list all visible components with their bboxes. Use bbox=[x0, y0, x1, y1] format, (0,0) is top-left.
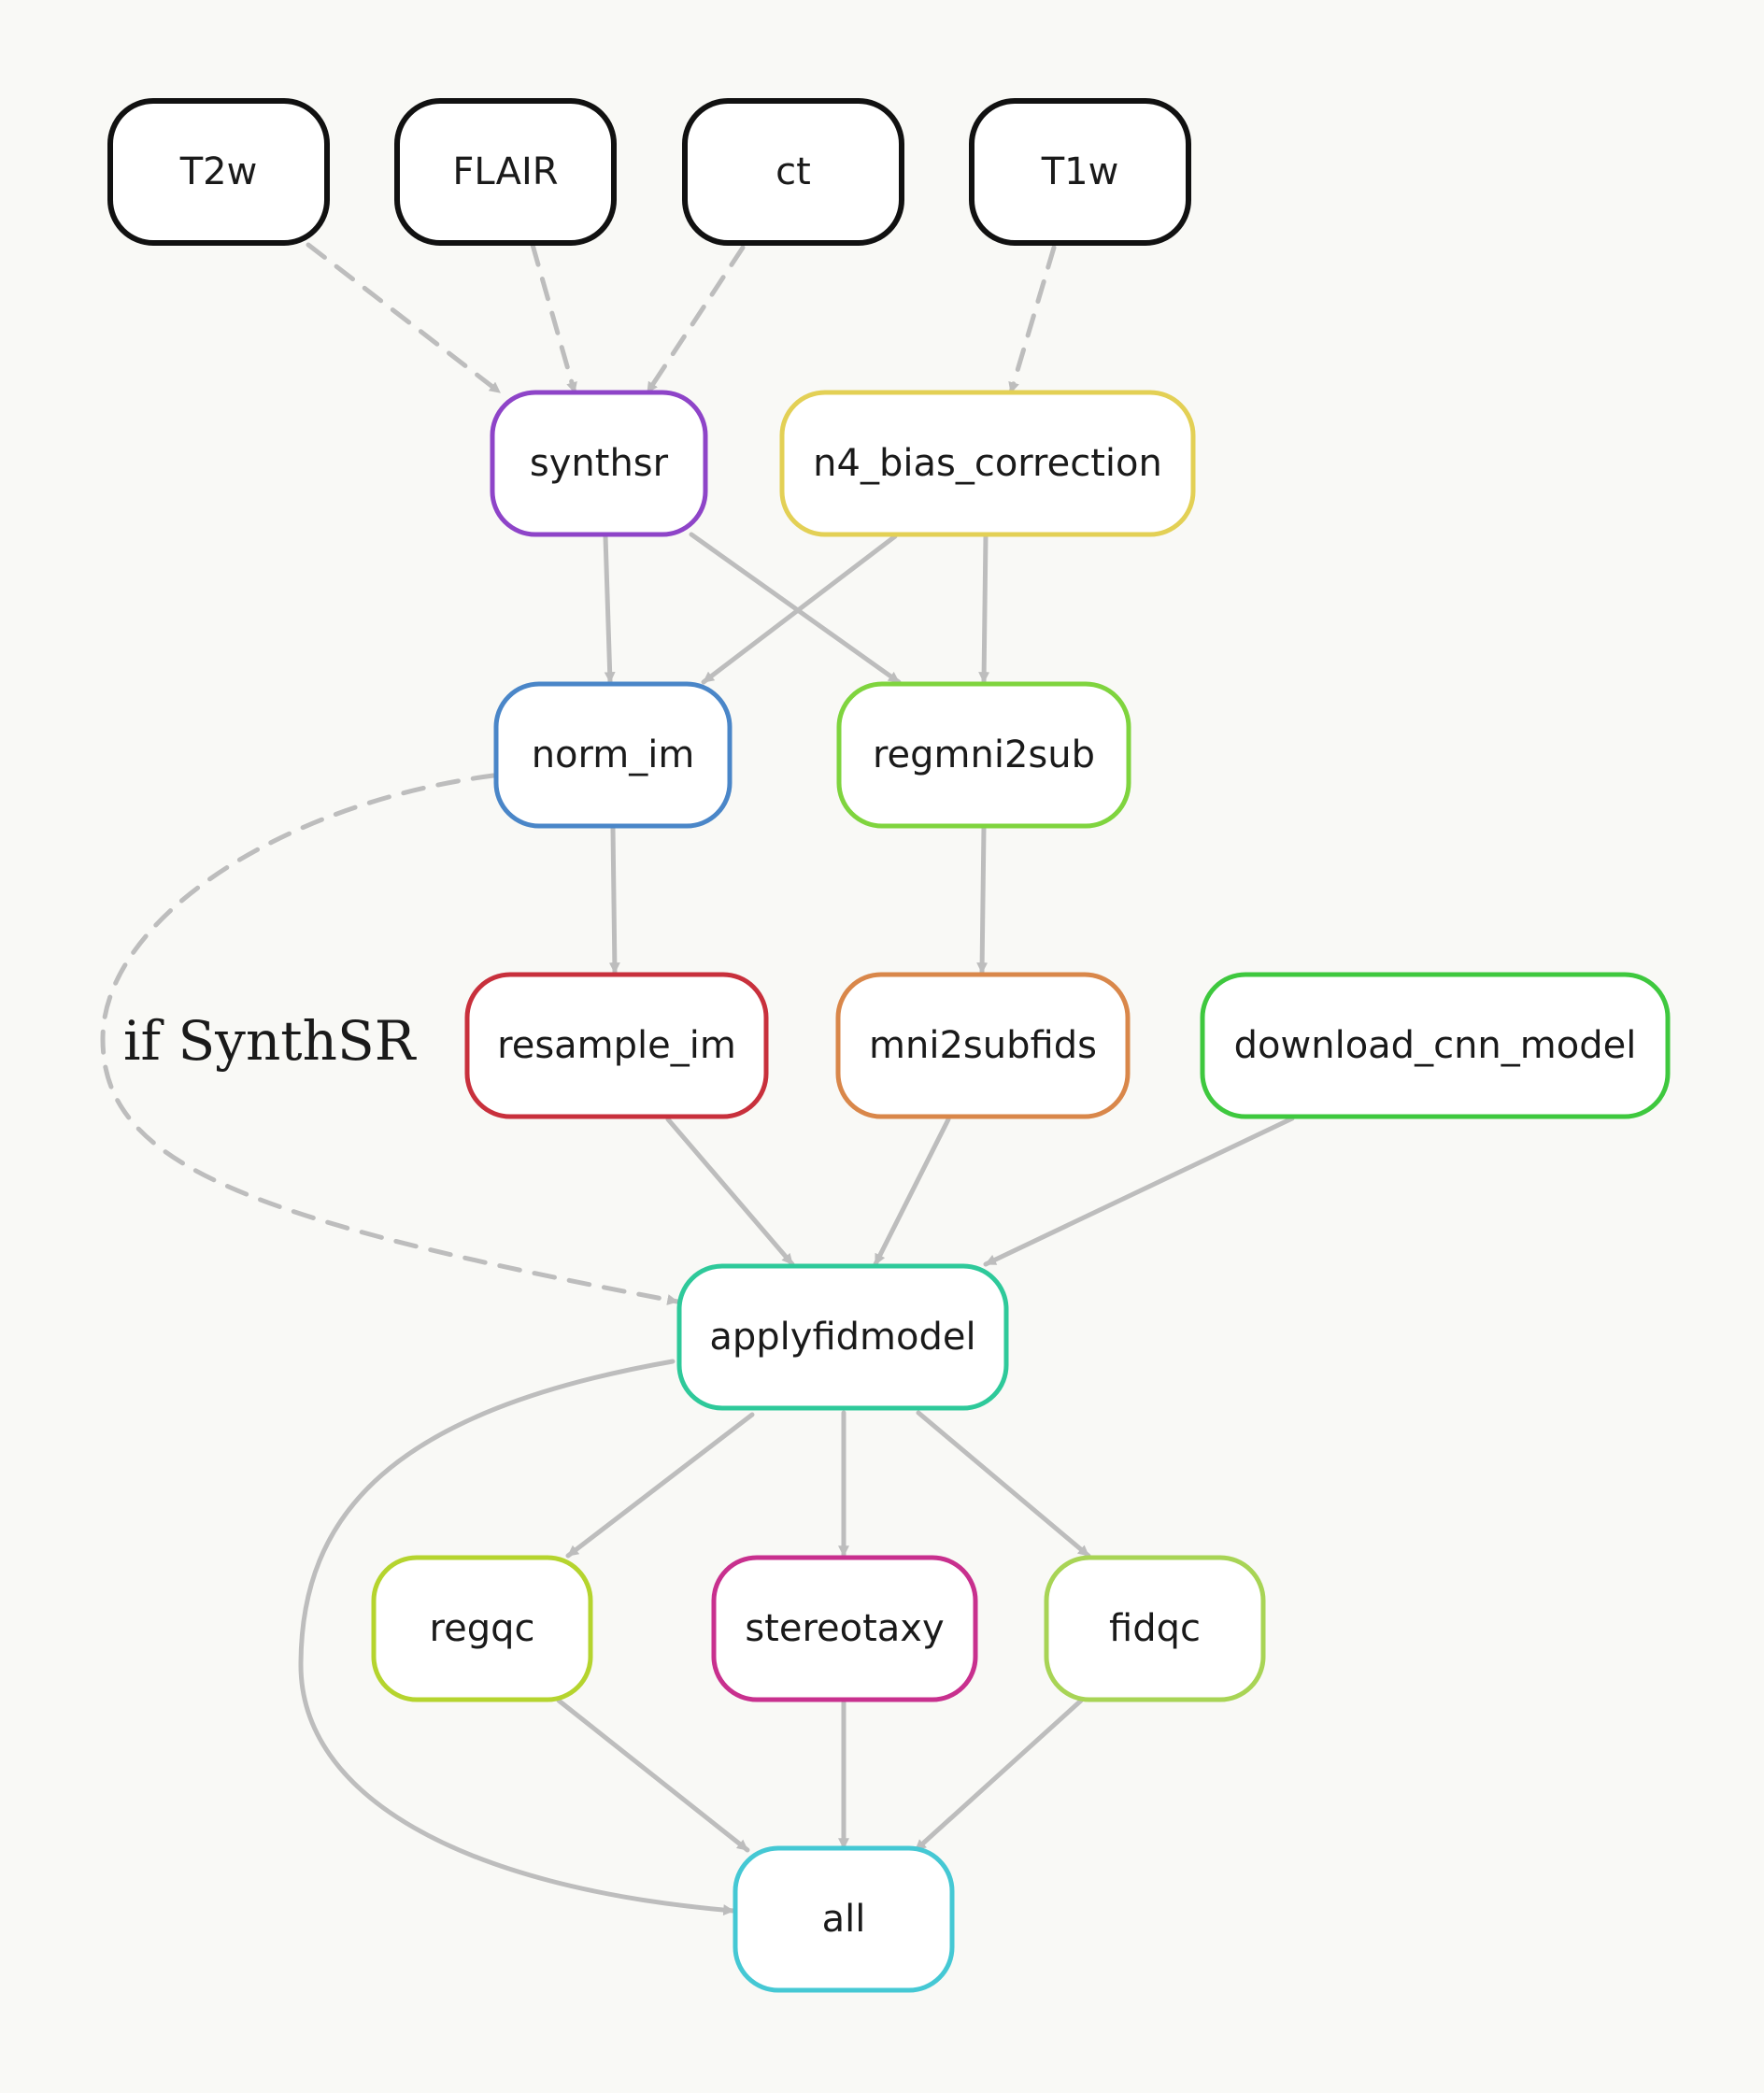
node-label-T2w: T2w bbox=[179, 150, 258, 193]
node-label-FLAIR: FLAIR bbox=[452, 150, 558, 193]
node-label-download-cnn-model: download_cnn_model bbox=[1234, 1024, 1637, 1067]
node-box-resample-im bbox=[464, 972, 769, 1119]
node-box-synthsr bbox=[490, 390, 708, 537]
node-label-n4-bias-correction: n4_bias_correction bbox=[813, 442, 1162, 485]
edge-mni2subfids-to-applyfidmodel bbox=[873, 1117, 951, 1267]
edge-norm_im-to-applyfidmodel bbox=[100, 773, 680, 1305]
node-label-resample-im: resample_im bbox=[497, 1024, 736, 1067]
node-T2w: T2w bbox=[107, 98, 330, 246]
edge-synthsr-to-regmni2sub bbox=[689, 532, 902, 685]
node-regqc: regqc bbox=[371, 1555, 593, 1702]
node-box-ct bbox=[682, 98, 904, 246]
edge-norm_im-to-resample_im bbox=[608, 825, 620, 975]
edge-n4_bias_correction-to-regmni2sub bbox=[978, 534, 990, 685]
node-label-regmni2sub: regmni2sub bbox=[873, 733, 1095, 776]
edge-ct-to-synthsr bbox=[645, 245, 746, 395]
node-all: all bbox=[733, 1845, 955, 1993]
node-download-cnn-model: download_cnn_model bbox=[1200, 972, 1671, 1119]
edge-T1w-to-n4_bias_correction bbox=[1008, 245, 1057, 395]
node-label-regqc: regqc bbox=[430, 1607, 535, 1650]
node-T1w: T1w bbox=[969, 98, 1191, 246]
node-applyfidmodel: applyfidmodel bbox=[676, 1263, 1009, 1411]
node-box-T1w bbox=[969, 98, 1191, 246]
node-label-mni2subfids: mni2subfids bbox=[869, 1024, 1097, 1067]
edge-synthsr-to-norm_im bbox=[603, 534, 616, 685]
edge-n4_bias_correction-to-norm_im bbox=[701, 534, 898, 685]
node-label-applyfidmodel: applyfidmodel bbox=[709, 1316, 975, 1359]
node-box-fidqc bbox=[1044, 1555, 1266, 1702]
node-label-norm-im: norm_im bbox=[532, 733, 695, 776]
edge-regqc-to-all bbox=[556, 1698, 750, 1853]
node-norm-im: norm_im bbox=[493, 681, 733, 829]
node-box-mni2subfids bbox=[835, 972, 1131, 1119]
node-fidqc: fidqc bbox=[1044, 1555, 1266, 1702]
node-synthsr: synthsr bbox=[490, 390, 708, 537]
edge-applyfidmodel-to-all bbox=[298, 1359, 736, 1916]
node-box-regqc bbox=[371, 1555, 593, 1702]
edge-resample_im-to-applyfidmodel bbox=[665, 1117, 795, 1267]
node-label-ct: ct bbox=[775, 150, 811, 193]
edge-T2w-to-synthsr bbox=[306, 242, 503, 395]
edge-applyfidmodel-to-fidqc bbox=[916, 1410, 1091, 1559]
node-box-stereotaxy bbox=[711, 1555, 978, 1702]
node-label-fidqc: fidqc bbox=[1109, 1607, 1201, 1650]
node-stereotaxy: stereotaxy bbox=[711, 1555, 978, 1702]
node-label-synthsr: synthsr bbox=[530, 442, 669, 485]
node-resample-im: resample_im bbox=[464, 972, 769, 1119]
node-mni2subfids: mni2subfids bbox=[835, 972, 1131, 1119]
node-box-all bbox=[733, 1845, 955, 1993]
node-box-regmni2sub bbox=[836, 681, 1131, 829]
edge-FLAIR-to-synthsr bbox=[530, 242, 577, 395]
node-box-n4-bias-correction bbox=[779, 390, 1196, 537]
node-n4-bias-correction: n4_bias_correction bbox=[779, 390, 1196, 537]
node-label-stereotaxy: stereotaxy bbox=[745, 1607, 944, 1650]
node-box-FLAIR bbox=[394, 98, 617, 246]
node-box-norm-im bbox=[493, 681, 733, 829]
node-FLAIR: FLAIR bbox=[394, 98, 617, 246]
node-box-T2w bbox=[107, 98, 330, 246]
edge-regmni2sub-to-mni2subfids bbox=[976, 825, 989, 975]
nodes-layer: T2w FLAIR ct T1w synthsr n4_bias_correctionno… bbox=[107, 98, 1671, 1993]
edge-applyfidmodel-to-regqc bbox=[565, 1412, 755, 1559]
node-ct: ct bbox=[682, 98, 904, 246]
node-label-T1w: T1w bbox=[1041, 150, 1119, 193]
node-box-applyfidmodel bbox=[676, 1263, 1009, 1411]
edge-fidqc-to-all bbox=[913, 1698, 1084, 1853]
node-regmni2sub: regmni2sub bbox=[836, 681, 1131, 829]
edge-download_cnn_model-to-applyfidmodel bbox=[983, 1116, 1295, 1267]
edge-label-norm_im-to-applyfidmodel: if SynthSR bbox=[123, 1009, 418, 1073]
node-label-all: all bbox=[822, 1898, 866, 1941]
edges-layer: if SynthSR bbox=[100, 242, 1295, 1916]
node-box-download-cnn-model bbox=[1200, 972, 1671, 1119]
